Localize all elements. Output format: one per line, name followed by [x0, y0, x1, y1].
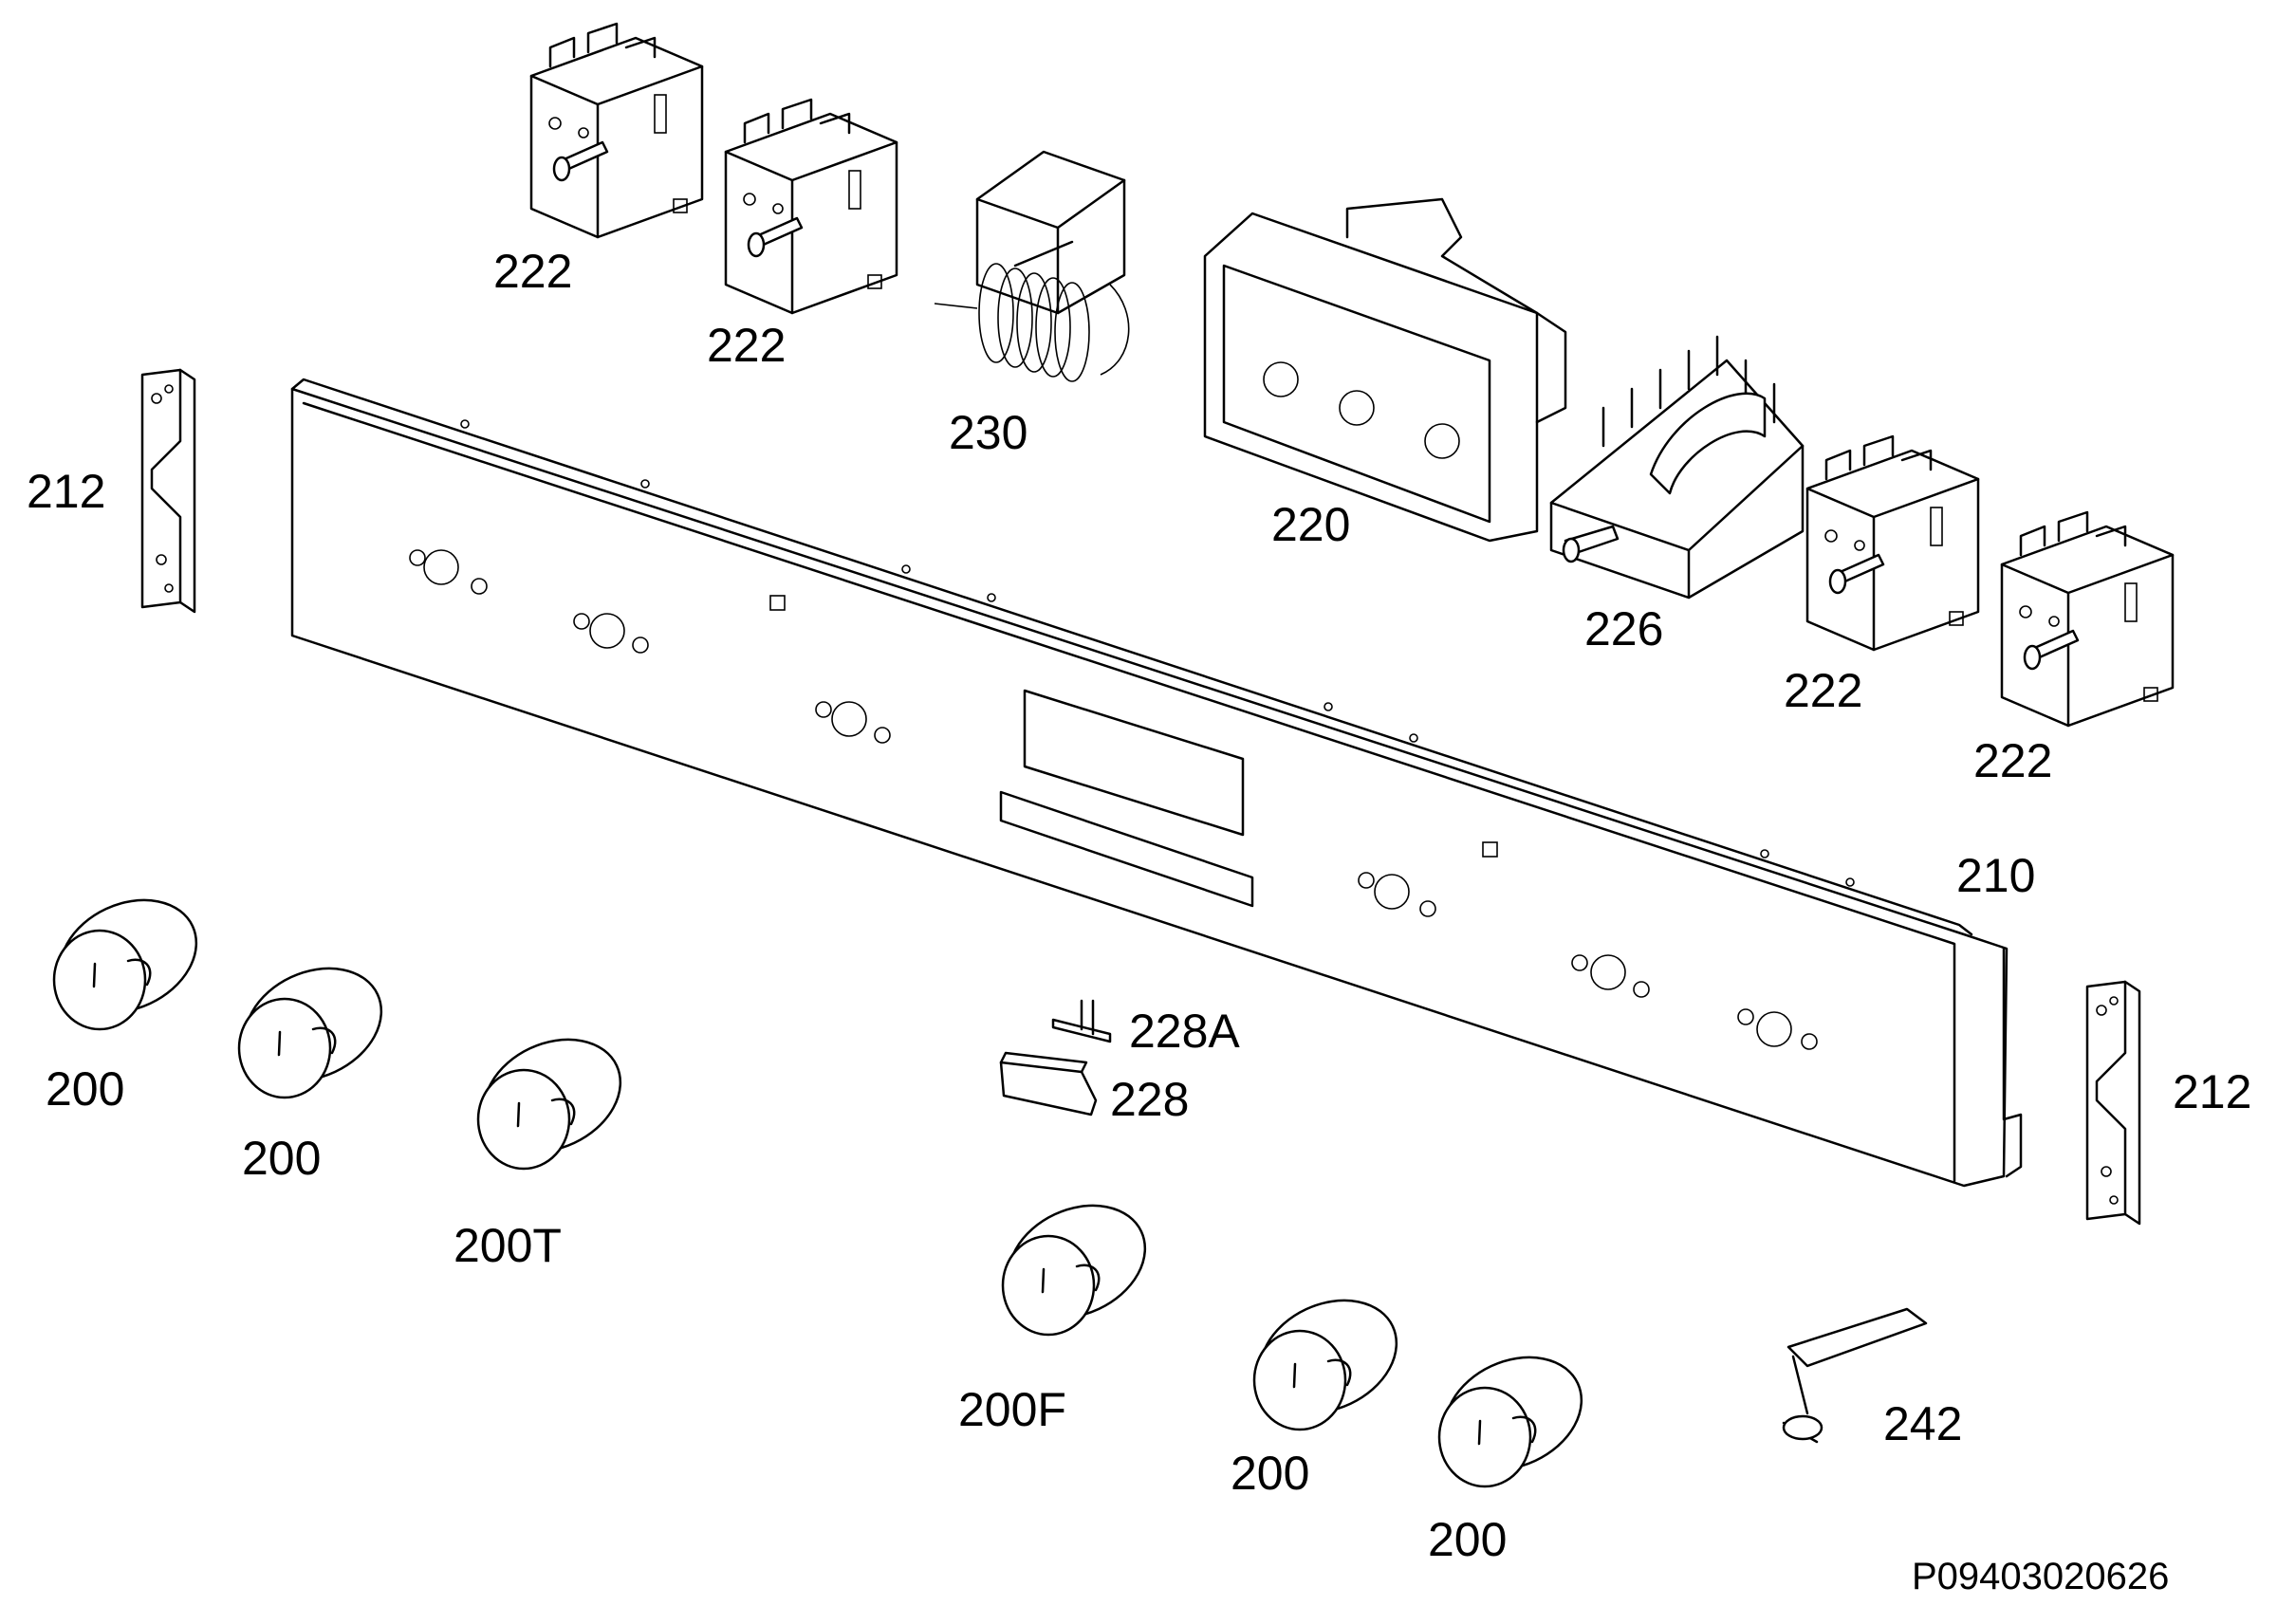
- label-212: 212: [2173, 1065, 2251, 1118]
- knob-icon: [989, 1183, 1165, 1340]
- energy-regulator-icon: [724, 98, 898, 315]
- label-222: 222: [707, 319, 786, 372]
- energy-regulator-icon: [529, 22, 704, 239]
- label-200f: 200F: [958, 1383, 1066, 1436]
- label-220: 220: [1271, 498, 1350, 551]
- knob-icon: [1425, 1335, 1601, 1492]
- energy-regulator-icon: [2000, 510, 2175, 728]
- label-210: 210: [1956, 849, 2035, 902]
- label-222: 222: [493, 245, 572, 298]
- thermostat-icon: [934, 150, 1130, 382]
- timer-housing-icon: [1203, 197, 1567, 543]
- label-228a: 228A: [1129, 1005, 1240, 1058]
- side-bracket-icon: [140, 368, 196, 614]
- label-222: 222: [1973, 734, 2052, 787]
- selector-switch-icon: [1549, 335, 1805, 600]
- control-panel-icon: [290, 378, 2023, 1188]
- label-230: 230: [949, 406, 1027, 459]
- label-200t: 200T: [454, 1219, 562, 1272]
- knob-icon: [225, 946, 401, 1103]
- button-icon: [999, 1051, 1098, 1116]
- drawing-code: P09403020626: [1912, 1556, 2169, 1597]
- knob-icon: [1240, 1278, 1416, 1435]
- energy-regulator-icon: [1805, 434, 1980, 652]
- label-200: 200: [46, 1062, 124, 1116]
- label-242: 242: [1883, 1397, 1962, 1450]
- label-200: 200: [1231, 1447, 1309, 1500]
- knob-icon: [464, 1017, 640, 1174]
- side-bracket-icon: [2085, 980, 2141, 1226]
- label-226: 226: [1584, 602, 1663, 655]
- label-228: 228: [1110, 1073, 1189, 1126]
- label-200: 200: [1428, 1513, 1507, 1566]
- label-212: 212: [27, 465, 105, 518]
- label-222: 222: [1784, 664, 1862, 717]
- knob-icon: [40, 877, 216, 1035]
- lamp-holder-icon: [1782, 1307, 1928, 1444]
- label-200: 200: [242, 1132, 321, 1185]
- button-pin-icon: [1051, 999, 1112, 1043]
